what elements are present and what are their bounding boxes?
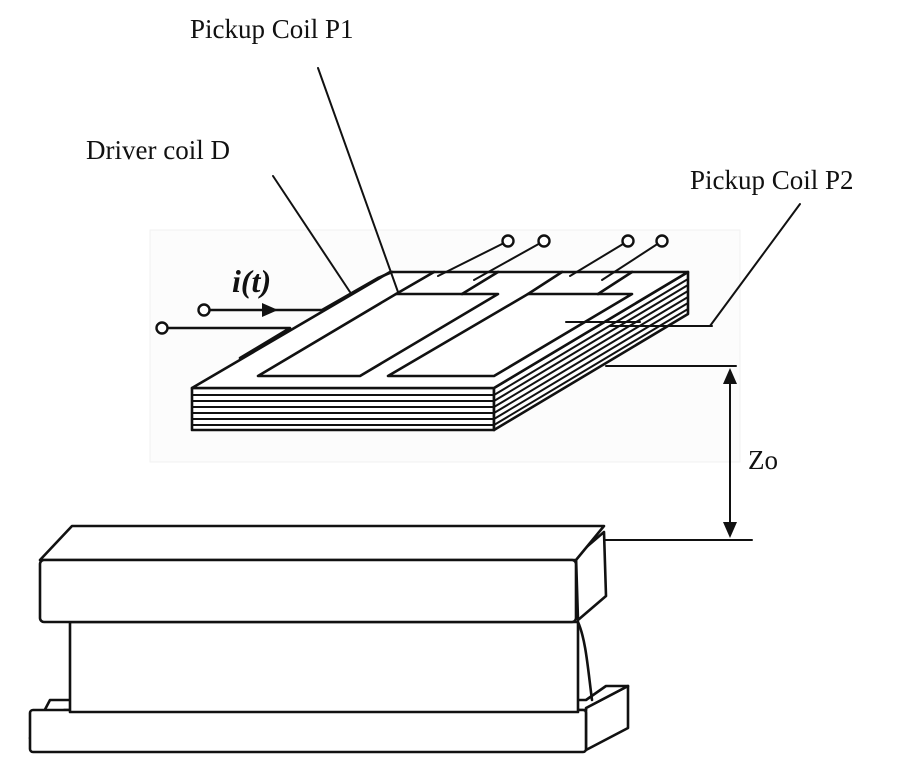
label-driver-coil: Driver coil D [86, 135, 230, 165]
terminal-3 [621, 234, 635, 248]
terminal-4 [655, 234, 669, 248]
rail [28, 524, 630, 754]
label-pickup-coil-p1: Pickup Coil P1 [190, 14, 354, 44]
label-current: i(t) [232, 263, 271, 299]
terminal-leads [437, 240, 663, 281]
sensor-top-face [190, 270, 690, 390]
label-pickup-coil-p2: Pickup Coil P2 [690, 165, 854, 195]
terminal-current-out [155, 321, 169, 335]
gap-arrow-up-icon [723, 368, 737, 384]
terminal-1 [501, 234, 515, 248]
laminations [191, 278, 689, 426]
label-gap-zo: Zo [748, 445, 778, 475]
terminal-2 [537, 234, 551, 248]
gap-arrow-down-icon [723, 522, 737, 538]
pickup-coil-p1-trace [256, 270, 500, 378]
callout-lines [272, 67, 801, 327]
sensor-laminate-stack [190, 270, 690, 432]
terminal-current-in [197, 303, 211, 317]
gap-dimension [585, 365, 753, 541]
current-arrow-icon [262, 303, 278, 317]
pickup-coil-p2-trace [386, 270, 641, 378]
